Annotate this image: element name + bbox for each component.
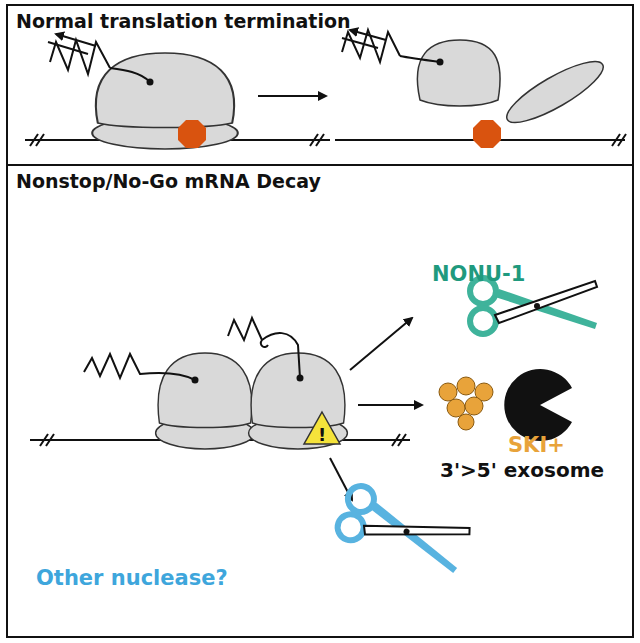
svg-text:!: ! (318, 424, 326, 445)
nuclease-question-label: Other nuclease? (36, 566, 228, 590)
panel-heading: Normal translation termination (16, 10, 350, 32)
exosome-label: 3'>5' exosome (440, 458, 604, 482)
panel-heading: Nonstop/No-Go mRNA Decay (16, 170, 321, 192)
complex-label: SKI+ (508, 433, 565, 457)
nuclease-label: NONU-1 (432, 262, 525, 286)
panel-box: Normal translation termination (6, 4, 634, 166)
